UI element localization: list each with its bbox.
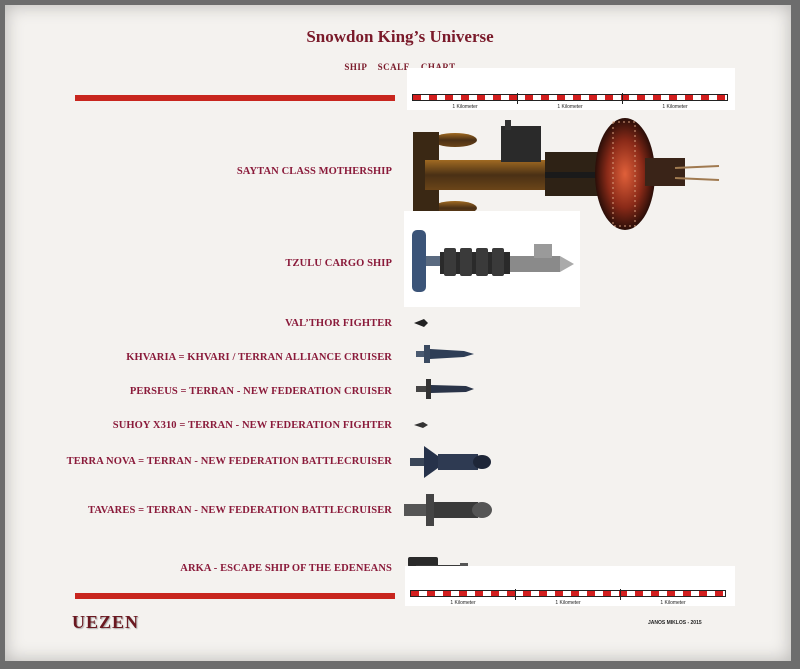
saytan-mothership-image <box>413 118 720 230</box>
bottom-scale-bar: 1 Kilometer 1 Kilometer 1 Kilometer <box>410 589 726 606</box>
scale-tick <box>517 93 518 104</box>
uezen-logo: UEZEN <box>72 612 140 632</box>
bottom-red-bar <box>75 593 395 599</box>
chart-frame <box>5 5 791 661</box>
scale-km-label: 1 Kilometer <box>452 104 478 110</box>
ship-label-suhoy: SUHOY X310 = TERRAN - NEW FEDERATION FIG… <box>112 420 392 431</box>
scale-km-label: 1 Kilometer <box>662 104 688 110</box>
page-subtitle: SHIP SCALE CHART <box>344 62 456 72</box>
ship-label-saytan: SAYTAN CLASS MOTHERSHIP <box>236 166 392 177</box>
terranova-battlecruiser-image <box>410 446 491 478</box>
top-red-bar <box>75 95 395 101</box>
scale-tick <box>515 589 516 600</box>
scale-tick <box>622 93 623 104</box>
page-title: Snowdon King’s Universe <box>306 27 494 46</box>
ship-label-arka: ARKA - ESCAPE SHIP OF THE EDENEANS <box>180 563 392 574</box>
ship-label-khvaria: KHVARIA = KHVARI / TERRAN ALLIANCE CRUIS… <box>126 352 392 363</box>
scale-km-label: 1 Kilometer <box>555 600 581 606</box>
tzulu-cargo-ship-image <box>412 230 574 292</box>
valthor-fighter-image <box>414 319 428 327</box>
top-scale-bar: 1 Kilometer 1 Kilometer 1 Kilometer <box>412 93 728 110</box>
perseus-cruiser-image <box>416 379 474 399</box>
scale-km-label: 1 Kilometer <box>450 600 476 606</box>
suhoy-fighter-image <box>414 422 428 428</box>
ship-label-perseus: PERSEUS = TERRAN - NEW FEDERATION CRUISE… <box>129 386 392 397</box>
khvaria-cruiser-image <box>416 345 474 363</box>
ship-label-tzulu: TZULU CARGO SHIP <box>285 258 392 269</box>
ship-label-valthor: VAL’THOR FIGHTER <box>285 318 392 329</box>
scale-km-label: 1 Kilometer <box>660 600 686 606</box>
ship-label-tavares: TAVARES = TERRAN - NEW FEDERATION BATTLE… <box>88 505 392 516</box>
scale-tick <box>620 589 621 600</box>
bottom-scale-box <box>405 566 735 606</box>
top-scale-box <box>407 68 735 110</box>
scale-km-label: 1 Kilometer <box>557 104 583 110</box>
author-credit: JANOS MIKLOS - 2015 <box>648 620 702 626</box>
tavares-battlecruiser-image <box>404 494 492 526</box>
ship-label-terranova: TERRA NOVA = TERRAN - NEW FEDERATION BAT… <box>66 456 392 467</box>
